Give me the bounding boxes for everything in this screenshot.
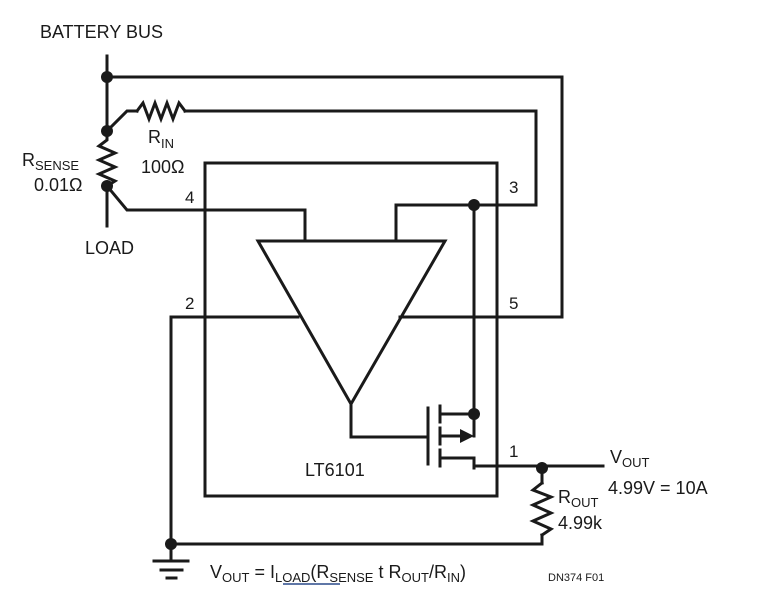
- junction-battery-top: [101, 71, 113, 83]
- junction-vout: [536, 462, 548, 474]
- junction-pin3: [468, 199, 480, 211]
- rsense-label: RSENSE: [22, 150, 79, 173]
- battery-to-pin5-wire: [105, 75, 564, 319]
- figure-id: DN374 F01: [548, 572, 604, 584]
- junction-drain: [468, 408, 480, 420]
- junction-rsense-bottom: [101, 180, 113, 192]
- rout-label: ROUT: [558, 487, 599, 510]
- rin-to-pin3-wire: [183, 109, 538, 207]
- battery-bus-label: BATTERY BUS: [40, 22, 163, 42]
- pin4-label: 4: [185, 188, 194, 207]
- transfer-formula: VOUT = ILOAD(RSENSE t ROUT/RIN): [210, 562, 466, 585]
- rsense-resistor: [95, 129, 119, 189]
- rout-to-ground-wire: [169, 533, 544, 546]
- opamp-triangle: [255, 239, 448, 408]
- rin-left-lead: [104, 109, 139, 134]
- vout-label: VOUT: [610, 447, 650, 470]
- rin-label: RIN: [148, 127, 174, 151]
- rsense-value: 0.01Ω: [34, 175, 83, 195]
- chip-label: LT6101: [305, 460, 365, 480]
- load-label: LOAD: [85, 238, 134, 258]
- rout-resistor: [529, 480, 555, 538]
- mosfet-arrow: [460, 429, 474, 443]
- ic-package-outline: [203, 161, 499, 498]
- vout-value: 4.99V = 10A: [608, 478, 708, 498]
- mosfet-source-lead: [438, 456, 476, 470]
- pin5-label: 5: [509, 294, 518, 313]
- junction-ground: [165, 538, 177, 550]
- pin3-label: 3: [509, 178, 518, 197]
- pin2-label: 2: [185, 294, 194, 313]
- pin1-label: 1: [509, 442, 518, 461]
- opamp-output-wire: [349, 402, 428, 439]
- rin-resistor: [134, 98, 188, 124]
- pin3-inner-wire: [394, 203, 476, 243]
- rin-value: 100Ω: [141, 157, 185, 177]
- rout-value: 4.99k: [558, 513, 603, 533]
- junction-rsense-top: [101, 125, 113, 137]
- pin4-wire: [104, 183, 307, 243]
- pin2-ground-wire: [169, 315, 300, 562]
